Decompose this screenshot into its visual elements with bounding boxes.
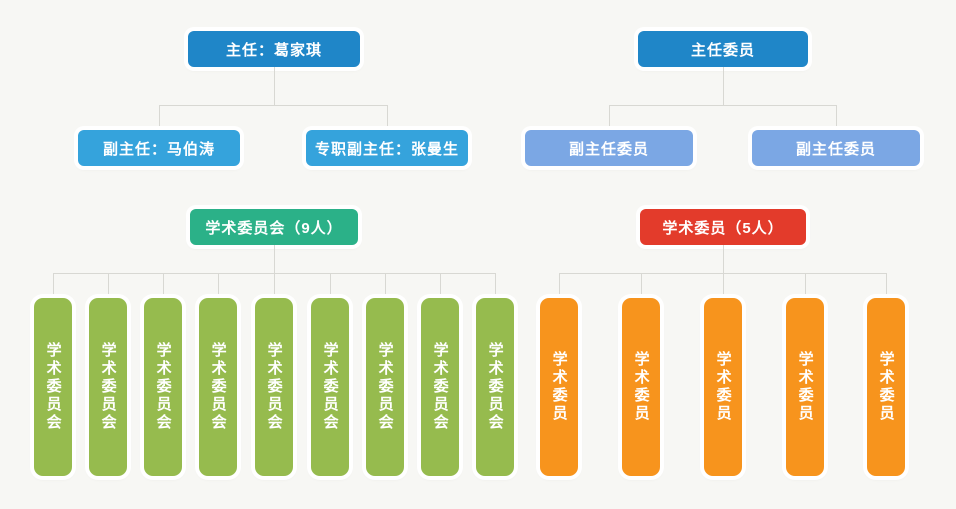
right-member-node-1[interactable]: 学术委员 [540, 298, 578, 476]
right-deputy-node-1[interactable]: 副主任委员 [525, 130, 693, 166]
left-deputy-node-2[interactable]: 专职副主任：张曼生 [306, 130, 468, 166]
connector-left-deputy-drop-2 [387, 105, 388, 130]
connector-right-member-drop-2 [641, 273, 642, 298]
right-committee-node[interactable]: 学术委员（5人） [640, 209, 806, 245]
connector-left-member-drop-2 [108, 273, 109, 298]
right-member-node-2[interactable]: 学术委员 [622, 298, 660, 476]
left-member-node-3[interactable]: 学术委员会 [144, 298, 182, 476]
left-member-node-9[interactable]: 学术委员会 [476, 298, 514, 476]
left-member-node-5[interactable]: 学术委员会 [255, 298, 293, 476]
connector-right-member-drop-3 [723, 273, 724, 298]
connector-left-member-drop-4 [218, 273, 219, 298]
right-member-node-3[interactable]: 学术委员 [704, 298, 742, 476]
connector-right-member-drop-4 [805, 273, 806, 298]
left-member-node-7[interactable]: 学术委员会 [366, 298, 404, 476]
right-member-node-5[interactable]: 学术委员 [867, 298, 905, 476]
connector-left-member-drop-1 [53, 273, 54, 298]
connector-right-root-stem [723, 67, 724, 105]
connector-left-member-drop-7 [385, 273, 386, 298]
right-deputy-node-2[interactable]: 副主任委员 [752, 130, 920, 166]
connector-left-member-drop-9 [495, 273, 496, 298]
left-member-node-6[interactable]: 学术委员会 [311, 298, 349, 476]
left-root-node[interactable]: 主任：葛家琪 [188, 31, 360, 67]
connector-right-committee-stem [723, 245, 724, 273]
connector-left-root-stem [274, 67, 275, 105]
left-member-node-2[interactable]: 学术委员会 [89, 298, 127, 476]
connector-right-deputy-drop-2 [836, 105, 837, 130]
connector-right-member-drop-5 [886, 273, 887, 298]
left-member-node-1[interactable]: 学术委员会 [34, 298, 72, 476]
connector-right-deputy-drop-1 [609, 105, 610, 130]
left-committee-node[interactable]: 学术委员会（9人） [190, 209, 358, 245]
right-root-node[interactable]: 主任委员 [638, 31, 808, 67]
left-member-node-8[interactable]: 学术委员会 [421, 298, 459, 476]
connector-left-member-drop-3 [163, 273, 164, 298]
right-member-node-4[interactable]: 学术委员 [786, 298, 824, 476]
connector-left-deputy-drop-1 [159, 105, 160, 130]
left-deputy-node-1[interactable]: 副主任：马伯涛 [78, 130, 240, 166]
connector-left-member-drop-8 [440, 273, 441, 298]
connector-left-deputy-bus [159, 105, 388, 106]
connector-right-deputy-bus [609, 105, 837, 106]
connector-left-member-drop-5 [274, 273, 275, 298]
connector-left-member-drop-6 [330, 273, 331, 298]
connector-right-member-drop-1 [559, 273, 560, 298]
connector-left-committee-stem [274, 245, 275, 273]
left-member-node-4[interactable]: 学术委员会 [199, 298, 237, 476]
